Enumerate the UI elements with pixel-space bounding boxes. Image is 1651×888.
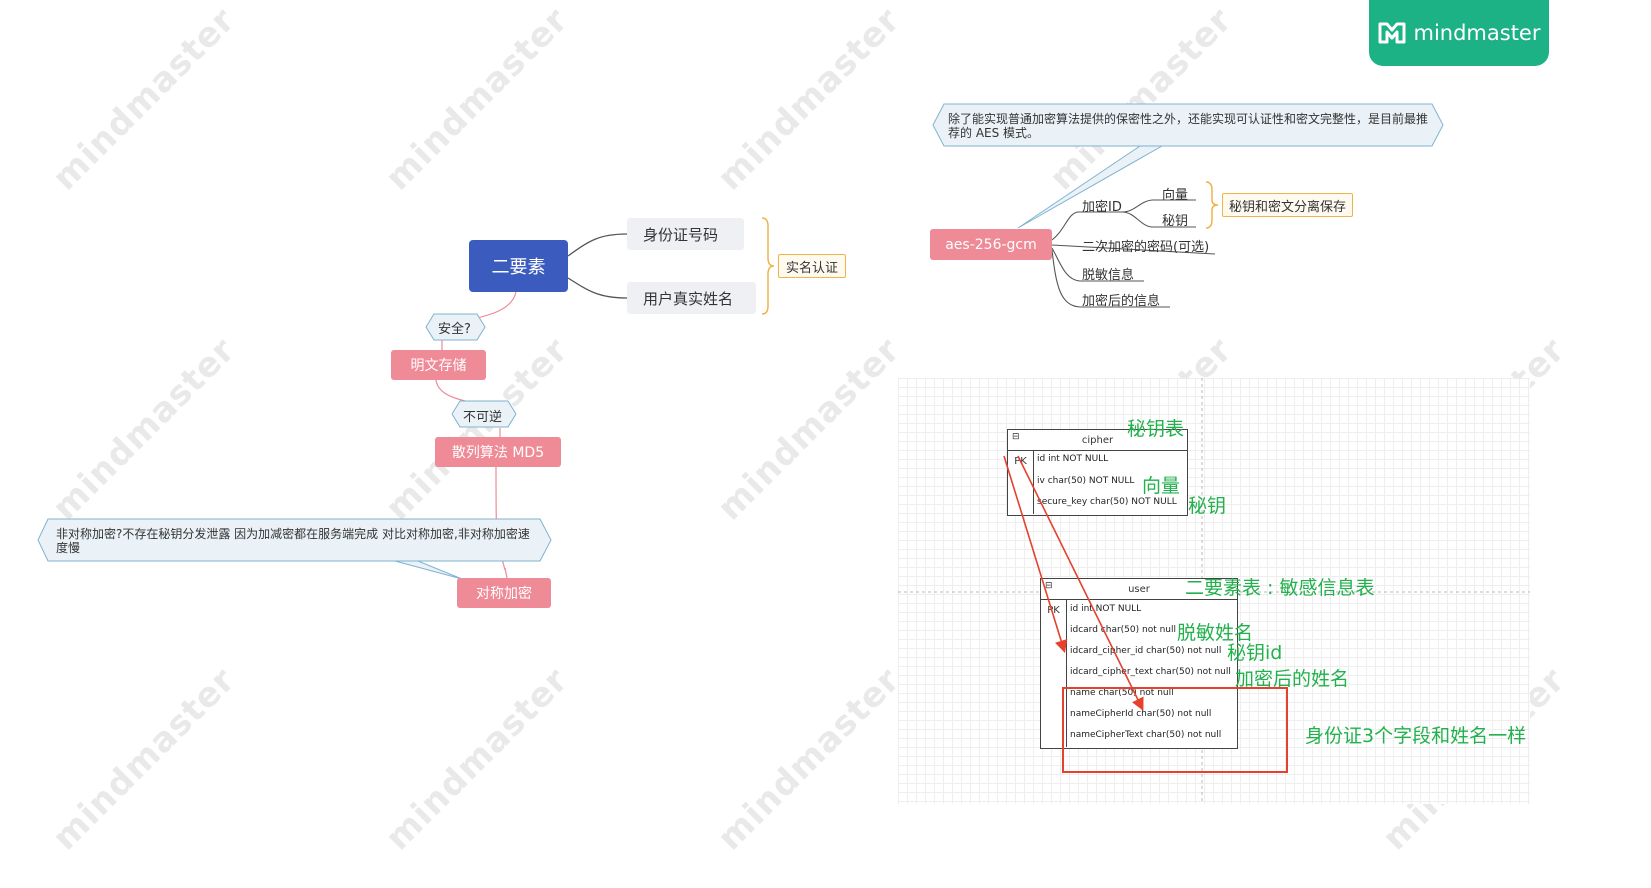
collapse-icon[interactable]: ⊟ xyxy=(1045,581,1053,591)
node-hash-md5[interactable]: 散列算法 MD5 xyxy=(435,437,561,467)
note-iv: 向量 xyxy=(1142,475,1181,497)
brand-badge: mindmaster xyxy=(1369,0,1549,66)
relation-label-irreversible[interactable]: 不可逆 xyxy=(463,406,502,425)
branch-label: 脱敏信息 xyxy=(1082,268,1135,283)
table-row[interactable]: id int NOT NULL xyxy=(1070,604,1142,614)
pk-label: PK xyxy=(1047,605,1060,616)
node-plaintext-storage[interactable]: 明文存储 xyxy=(391,350,486,380)
note-encrypted-name: 加密后的姓名 xyxy=(1235,668,1350,690)
node-symmetric-encryption[interactable]: 对称加密 xyxy=(457,578,551,608)
callout-asymmetric-note[interactable]: 非对称加密?不存在秘钥分发泄露 因为加减密都在服务端完成 对比对称加密,非对称加… xyxy=(56,527,534,555)
table-row[interactable]: name char(50) not null xyxy=(1070,688,1174,698)
note-same-as-name: 身份证3个字段和姓名一样 xyxy=(1305,725,1527,747)
cipher-table[interactable]: ⊟ cipher PK id int NOT NULL iv char(50) … xyxy=(1007,429,1188,516)
callout-gcm-note[interactable]: 除了能实现普通加密算法提供的保密性之外，还能实现可认证性和密文完整性，是目前最推… xyxy=(948,112,1428,140)
cipher-table-header: ⊟ cipher xyxy=(1008,430,1187,451)
branch-label: 身份证号码 xyxy=(643,225,719,244)
summary-label: 秘钥和密文分离保存 xyxy=(1228,199,1346,215)
pk-column: PK xyxy=(1041,599,1067,747)
main-topic-two-factors[interactable]: 二要素 xyxy=(469,240,568,292)
branch-label: 向量 xyxy=(1162,188,1189,203)
branch-label: 用户真实姓名 xyxy=(643,289,734,308)
table-row[interactable]: id int NOT NULL xyxy=(1037,454,1109,464)
branch-masked-info[interactable]: 脱敏信息 xyxy=(1082,264,1134,283)
table-row[interactable]: nameCipherId char(50) not null xyxy=(1070,709,1212,719)
branch-label: 二次加密的密码(可选) xyxy=(1082,240,1210,255)
branch-iv[interactable]: 向量 xyxy=(1162,184,1188,203)
relation-label-safe[interactable]: 安全? xyxy=(438,318,471,337)
note-user-table: 二要素表 : 敏感信息表 xyxy=(1185,577,1375,599)
note-masked-name: 脱敏姓名 xyxy=(1177,622,1254,644)
brand-name: mindmaster xyxy=(1413,21,1541,45)
branch-label: 秘钥 xyxy=(1162,214,1189,229)
callout-text: 除了能实现普通加密算法提供的保密性之外，还能实现可认证性和密文完整性，是目前最推… xyxy=(948,112,1429,140)
table-row[interactable]: idcard_cipher_id char(50) not null xyxy=(1070,646,1222,656)
main-topic-aes-gcm[interactable]: aes-256-gcm xyxy=(930,229,1052,260)
table-row[interactable]: idcard_cipher_text char(50) not null xyxy=(1070,667,1231,677)
table-row[interactable]: iv char(50) NOT NULL xyxy=(1037,476,1135,486)
branch-secondary-password[interactable]: 二次加密的密码(可选) xyxy=(1082,236,1209,255)
user-table-header: ⊟ user xyxy=(1041,579,1237,600)
table-name: cipher xyxy=(1081,434,1114,446)
table-row[interactable]: secure_key char(50) NOT NULL xyxy=(1037,497,1177,507)
callout-text: 非对称加密?不存在秘钥分发泄露 因为加减密都在服务端完成 对比对称加密,非对称加… xyxy=(56,527,530,555)
note-cipher-table: 秘钥表 xyxy=(1127,418,1185,440)
branch-encrypted-info[interactable]: 加密后的信息 xyxy=(1082,290,1160,309)
collapse-icon[interactable]: ⊟ xyxy=(1012,432,1020,442)
note-key-id: 秘钥id xyxy=(1227,642,1283,664)
summary-separate-storage[interactable]: 秘钥和密文分离保存 xyxy=(1222,193,1353,217)
branch-label: 加密后的信息 xyxy=(1082,294,1161,309)
branch-encrypt-id[interactable]: 加密ID xyxy=(1082,196,1122,215)
summary-label: 实名认证 xyxy=(785,260,838,276)
branch-label: 加密ID xyxy=(1082,200,1122,215)
branch-real-name[interactable]: 用户真实姓名 xyxy=(627,282,756,314)
relation-label-text: 安全? xyxy=(438,322,471,337)
branch-id-number[interactable]: 身份证号码 xyxy=(627,218,744,250)
mindmaster-logo-icon xyxy=(1378,22,1405,44)
relation-label-text: 不可逆 xyxy=(463,410,503,425)
summary-real-name-auth[interactable]: 实名认证 xyxy=(778,254,846,278)
main-topic-label: aes-256-gcm xyxy=(945,236,1037,253)
table-row[interactable]: idcard char(50) not null xyxy=(1070,625,1177,635)
node-label: 散列算法 MD5 xyxy=(451,445,545,461)
table-name: user xyxy=(1128,583,1150,595)
node-label: 明文存储 xyxy=(410,358,467,374)
node-label: 对称加密 xyxy=(476,586,532,602)
table-row[interactable]: nameCipherText char(50) not null xyxy=(1070,730,1222,740)
user-table[interactable]: ⊟ user PK id int NOT NULL idcard char(50… xyxy=(1040,578,1238,749)
name-fields-highlight-box xyxy=(1062,687,1288,773)
branch-secret-key[interactable]: 秘钥 xyxy=(1162,210,1188,229)
main-topic-label: 二要素 xyxy=(491,257,546,278)
note-key: 秘钥 xyxy=(1188,495,1227,517)
